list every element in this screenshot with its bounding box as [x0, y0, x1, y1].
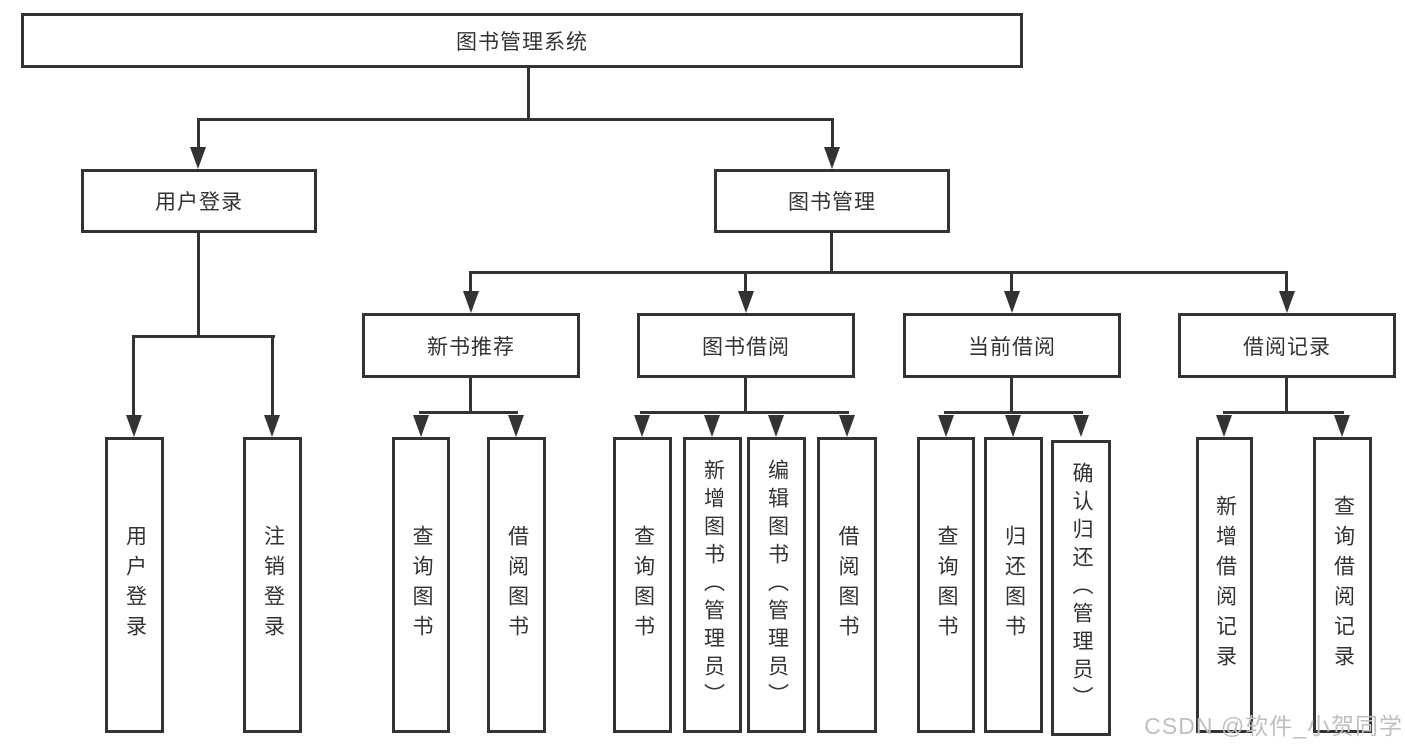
node-book-borrow-label: 图书借阅 — [702, 335, 790, 359]
connector-line — [197, 233, 200, 337]
arrow-down-icon — [413, 415, 429, 437]
connector-line — [1223, 411, 1344, 414]
node-root-label: 图书管理系统 — [456, 30, 588, 54]
arrow-down-icon — [1279, 291, 1295, 313]
node-user-login: 用户登录 — [81, 169, 317, 233]
connector-line — [527, 68, 530, 120]
node-leaf-query-book-2-label: 查询图书 — [631, 525, 655, 645]
node-current-borrow: 当前借阅 — [903, 313, 1121, 378]
connector-line — [944, 411, 1083, 414]
connector-line — [1010, 271, 1013, 292]
connector-line — [831, 118, 834, 150]
node-leaf-add-record-label: 新增借阅记录 — [1213, 495, 1237, 675]
node-leaf-return-book-label: 归还图书 — [1002, 525, 1026, 645]
node-leaf-query-book-3-label: 查询图书 — [935, 525, 958, 645]
node-leaf-confirm-return: 确认归还（管理员） — [1051, 440, 1111, 736]
node-leaf-logout-label: 注销登录 — [261, 525, 285, 645]
connector-line — [132, 335, 135, 417]
node-leaf-add-record: 新增借阅记录 — [1196, 437, 1253, 733]
connector-line — [197, 118, 834, 121]
node-book-borrow: 图书借阅 — [637, 313, 855, 378]
connector-line — [1285, 378, 1288, 414]
node-leaf-user-login: 用户登录 — [105, 437, 164, 733]
arrow-down-icon — [839, 415, 855, 437]
node-leaf-user-login-label: 用户登录 — [123, 525, 147, 645]
node-leaf-add-book: 新增图书（管理员） — [683, 437, 742, 733]
node-book-mgmt-label: 图书管理 — [788, 191, 876, 214]
node-leaf-query-book-2: 查询图书 — [613, 437, 672, 733]
connector-line — [469, 271, 472, 292]
node-new-book-rec-label: 新书推荐 — [427, 335, 515, 359]
connector-line — [469, 271, 1288, 274]
node-leaf-query-book-3: 查询图书 — [917, 437, 975, 733]
arrow-down-icon — [463, 291, 479, 313]
arrow-down-icon — [1004, 291, 1020, 313]
node-borrow-record: 借阅记录 — [1178, 313, 1396, 378]
arrow-down-icon — [1216, 415, 1232, 437]
connector-line — [132, 335, 275, 338]
arrow-down-icon — [190, 147, 206, 169]
node-leaf-borrow-book-2-label: 借阅图书 — [836, 525, 859, 645]
connector-line — [271, 335, 274, 417]
connector-line — [197, 118, 200, 150]
node-leaf-confirm-return-label: 确认归还（管理员） — [1070, 462, 1093, 714]
arrow-down-icon — [126, 415, 142, 437]
connector-line — [640, 411, 849, 414]
node-borrow-record-label: 借阅记录 — [1243, 335, 1331, 359]
node-leaf-borrow-book-1-label: 借阅图书 — [505, 525, 529, 645]
node-leaf-edit-book: 编辑图书（管理员） — [747, 437, 806, 733]
node-leaf-edit-book-label: 编辑图书（管理员） — [765, 459, 789, 711]
node-leaf-add-book-label: 新增图书（管理员） — [701, 459, 725, 711]
node-leaf-logout: 注销登录 — [243, 437, 302, 733]
node-leaf-query-book-1: 查询图书 — [392, 437, 450, 733]
connector-line — [744, 378, 747, 414]
node-current-borrow-label: 当前借阅 — [968, 335, 1056, 359]
arrow-down-icon — [824, 147, 840, 169]
arrow-down-icon — [704, 415, 720, 437]
connector-line — [1010, 378, 1013, 414]
arrow-down-icon — [738, 291, 754, 313]
arrow-down-icon — [264, 415, 280, 437]
node-leaf-query-record-label: 查询借阅记录 — [1331, 495, 1355, 675]
node-leaf-query-record: 查询借阅记录 — [1313, 437, 1372, 733]
node-user-login-label: 用户登录 — [155, 191, 243, 214]
arrow-down-icon — [768, 415, 784, 437]
node-leaf-borrow-book-1: 借阅图书 — [487, 437, 546, 733]
node-root: 图书管理系统 — [21, 13, 1023, 68]
node-new-book-rec: 新书推荐 — [362, 313, 580, 378]
node-leaf-borrow-book-2: 借阅图书 — [817, 437, 877, 733]
node-book-mgmt: 图书管理 — [714, 169, 950, 233]
arrow-down-icon — [634, 415, 650, 437]
connector-line — [419, 411, 518, 414]
connector-line — [1285, 271, 1288, 292]
watermark: CSDN @软件_小贺同学 — [1144, 713, 1403, 739]
node-leaf-query-book-1-label: 查询图书 — [410, 525, 433, 645]
connector-line — [744, 271, 747, 292]
arrow-down-icon — [508, 415, 524, 437]
arrow-down-icon — [938, 415, 954, 437]
arrow-down-icon — [1073, 415, 1089, 437]
arrow-down-icon — [1334, 415, 1350, 437]
connector-line — [830, 233, 833, 273]
node-leaf-return-book: 归还图书 — [984, 437, 1043, 733]
connector-line — [469, 378, 472, 414]
arrow-down-icon — [1005, 415, 1021, 437]
